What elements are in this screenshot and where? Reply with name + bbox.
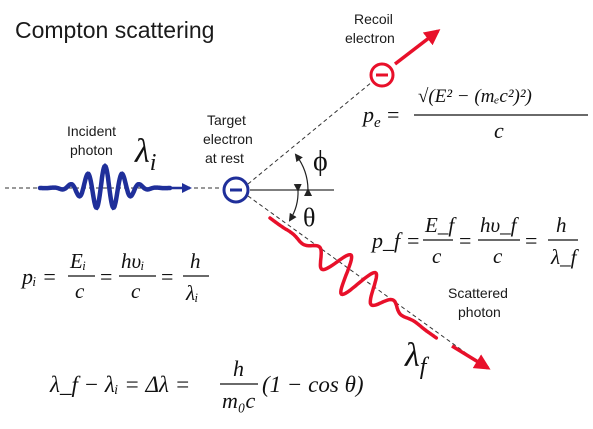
recoil-label-line1: Recoil: [354, 11, 393, 27]
scattered-direction: [247, 195, 471, 357]
svg-text:=: =: [161, 264, 173, 289]
svg-text:c: c: [75, 279, 85, 303]
svg-text:E_f: E_f: [424, 213, 457, 237]
recoil-electron: [369, 62, 395, 88]
svg-text:=: =: [100, 264, 112, 289]
svg-text:p_f =: p_f =: [370, 228, 420, 253]
target-label-line3: at rest: [205, 150, 244, 166]
target-electron: [222, 176, 250, 204]
svg-text:Eᵢ: Eᵢ: [69, 249, 86, 273]
svg-text:c: c: [494, 118, 504, 143]
theta-angle-arc: [288, 183, 302, 222]
incident-momentum-equation: pᵢ = Eᵢ c = hυᵢ c = h λᵢ: [20, 249, 209, 305]
svg-text:√(E² − (mₑc²)²): √(E² − (mₑc²)²): [418, 86, 532, 107]
title: Compton scattering: [15, 17, 214, 43]
target-label-line2: electron: [203, 131, 253, 147]
svg-text:h: h: [190, 249, 201, 273]
svg-text:hυ_f: hυ_f: [480, 213, 520, 237]
svg-text:c: c: [493, 244, 503, 268]
theta-symbol: θ: [303, 203, 315, 232]
recoil-direction: [247, 81, 373, 185]
scattered-label-line1: Scattered: [448, 285, 508, 301]
recoil-label-line2: electron: [345, 30, 395, 46]
scattered-photon-wave: [268, 216, 439, 340]
svg-text:c: c: [432, 244, 442, 268]
svg-text:hυᵢ: hυᵢ: [121, 249, 144, 273]
svg-text:λ_f − λᵢ = Δλ =: λ_f − λᵢ = Δλ =: [49, 372, 190, 397]
recoil-arrow: [393, 29, 441, 66]
svg-text:=: =: [525, 228, 537, 253]
recoil-momentum-equation: pe = √(E² − (mₑc²)²) c: [361, 86, 588, 143]
lambda-f-symbol: λf: [404, 337, 430, 380]
svg-text:=: =: [459, 228, 471, 253]
svg-text:pe: pe: [361, 102, 381, 131]
phi-angle-arc: [294, 153, 313, 197]
scattered-label-line2: photon: [458, 304, 501, 320]
svg-text:λ_f: λ_f: [550, 245, 580, 269]
incident-photon-wave: [37, 163, 173, 211]
svg-text:=: =: [387, 102, 399, 127]
svg-text:pᵢ =: pᵢ =: [20, 264, 57, 289]
svg-text:h: h: [556, 213, 567, 237]
target-label-line1: Target: [207, 112, 246, 128]
svg-text:(1 − cos θ): (1 − cos θ): [262, 372, 364, 397]
svg-text:h: h: [233, 356, 244, 381]
svg-text:λᵢ: λᵢ: [185, 281, 198, 305]
svg-text:m₀c: m₀c: [222, 388, 256, 413]
compton-shift-equation: λ_f − λᵢ = Δλ = h m₀c (1 − cos θ): [49, 356, 364, 413]
lambda-i-symbol: λi: [134, 133, 156, 176]
scattered-arrow: [451, 344, 491, 370]
incident-label-line2: photon: [70, 142, 113, 158]
phi-symbol: ϕ: [313, 146, 328, 177]
scattered-momentum-equation: p_f = E_f c = hυ_f c = h λ_f: [370, 213, 580, 269]
incident-label-line1: Incident: [67, 123, 116, 139]
svg-text:c: c: [131, 279, 141, 303]
